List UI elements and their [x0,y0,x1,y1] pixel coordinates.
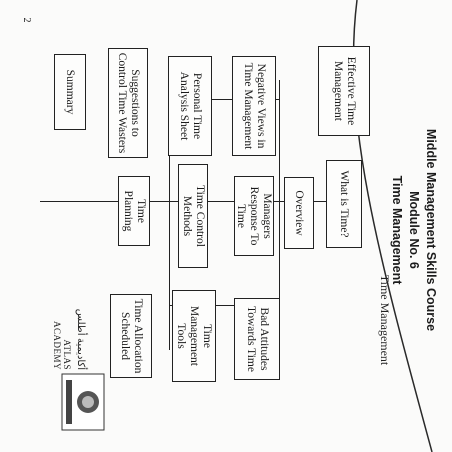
box-time-control-methods: Time Control Methods [178,164,208,268]
box-negative-views: Negative Views in Time Management [232,56,276,156]
box-overview: Overview [284,177,314,249]
box-bad-attitudes: Bad Attitudes Towards Time [234,298,280,380]
course-title: Middle Management Skills Course [424,128,438,332]
module-number: Module No. 6 [407,191,421,269]
box-managers-response: Managers Response To Time [234,176,274,256]
logo-english-text: ATLAS ACADEMY [52,320,72,370]
box-what-is-time: What is Time? [326,160,362,248]
box-effective-time-management: Effective Time Management [318,46,370,136]
module-topic: Time Management [390,175,404,285]
box-time-planning: Time Planning [118,176,150,246]
box-time-allocation: Time Allocation Scheduled [110,294,152,378]
box-personal-time-analysis: Personal Time Analysis Sheet [168,56,212,156]
logo-arabic-text: أكاديمية أطلس [75,308,86,370]
box-time-management-tools: Time Management Tools [172,290,216,382]
atlas-academy-logo [61,373,105,431]
box-suggestions: Suggestions to Control Time Wasters [108,48,148,158]
page-number: 2 [21,17,32,23]
box-summary: Summary [54,54,86,130]
section-title: Time Management [378,274,392,366]
